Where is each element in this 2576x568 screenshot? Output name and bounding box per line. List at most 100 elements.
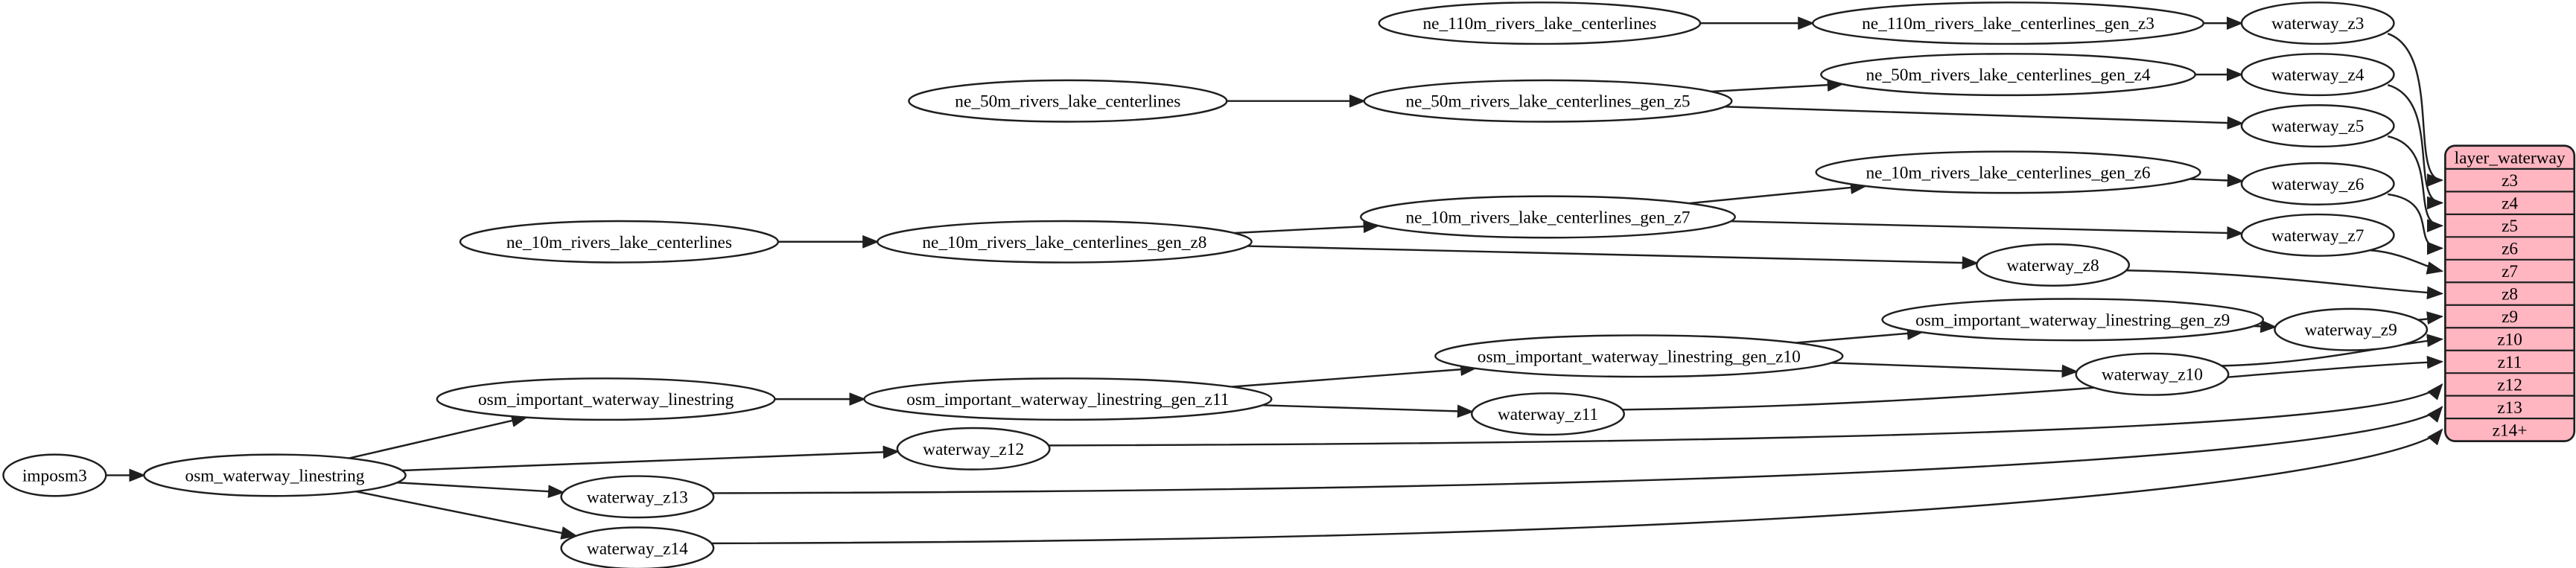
node-imp-shape [2, 453, 107, 497]
table-row-z5: z5 [2502, 217, 2518, 236]
edge-n50g5-to-n50g4 [1711, 78, 1844, 93]
node-wz11: waterway_z11 [1471, 392, 1625, 436]
table-title: layer_waterway [2455, 148, 2566, 167]
edge-n10g6-to-wz6 [2189, 173, 2245, 188]
table-layer: layer_waterwayz3z4z5z6z7z8z9z10z11z12z13… [2444, 144, 2576, 442]
node-n10g6-label: ne_10m_rivers_lake_centerlines_gen_z6 [1866, 163, 2150, 182]
node-n10g7-shape [1360, 195, 1736, 239]
node-n50g4-shape [1820, 53, 2196, 97]
node-n10g6: ne_10m_rivers_lake_centerlines_gen_z6 [1815, 150, 2201, 194]
edge-wz14-to-row-z14+ [711, 428, 2443, 545]
node-owl-shape [143, 453, 407, 497]
edge-oig10-to-oig9 [1796, 327, 1924, 344]
node-n110-label: ne_110m_rivers_lake_centerlines [1422, 14, 1656, 33]
table-row-z9: z9 [2502, 307, 2518, 327]
node-wz13-shape [560, 475, 715, 519]
node-n50g5: ne_50m_rivers_lake_centerlines_gen_z5 [1363, 79, 1733, 123]
node-n10: ne_10m_rivers_lake_centerlines [459, 220, 780, 264]
node-wz14-shape [560, 526, 715, 568]
node-imp-label: imposm3 [22, 466, 87, 485]
node-wz7: waterway_z7 [2240, 213, 2395, 257]
node-oig11: osm_important_waterway_linestring_gen_z1… [863, 377, 1273, 421]
edge-wz5-to-row-z5 [2387, 135, 2444, 233]
node-oig11-label: osm_important_waterway_linestring_gen_z1… [906, 390, 1229, 409]
edge-owl-to-wz14 [355, 491, 578, 540]
edge-n10g8-to-n10g7 [1234, 220, 1380, 234]
node-n110-shape [1378, 1, 1702, 45]
node-wz9-shape [2274, 307, 2429, 351]
node-n10-shape [459, 220, 780, 264]
node-wz14: waterway_z14 [560, 526, 715, 568]
edge-wz7-to-row-z7 [2370, 249, 2444, 275]
node-wz3-label: waterway_z3 [2271, 14, 2364, 33]
node-wz13: waterway_z13 [560, 475, 715, 519]
node-n50g5-label: ne_50m_rivers_lake_centerlines_gen_z5 [1405, 92, 1690, 112]
node-n10g8: ne_10m_rivers_lake_centerlines_gen_z8 [876, 220, 1253, 264]
edge-wz8-to-row-z8 [2126, 269, 2444, 300]
node-n50g4: ne_50m_rivers_lake_centerlines_gen_z4 [1820, 53, 2196, 97]
node-oi-label: osm_important_waterway_linestring [478, 390, 734, 409]
node-n10g7: ne_10m_rivers_lake_centerlines_gen_z7 [1360, 195, 1736, 239]
node-wz3: waterway_z3 [2240, 1, 2395, 45]
node-wz4: waterway_z4 [2240, 53, 2395, 97]
node-oig11-shape [863, 377, 1273, 421]
node-n110g3-shape [1811, 1, 2205, 45]
node-wz10-label: waterway_z10 [2102, 366, 2203, 385]
node-wz8-label: waterway_z8 [2006, 256, 2099, 275]
node-wz12: waterway_z12 [896, 427, 1051, 470]
node-wz14-label: waterway_z14 [587, 539, 688, 558]
edge-wz12-to-row-z12 [1049, 383, 2443, 447]
node-n10-label: ne_10m_rivers_lake_centerlines [506, 233, 732, 252]
edge-wz9-to-row-z9 [2417, 311, 2444, 325]
node-oig9-shape [1881, 298, 2265, 342]
node-owl: osm_waterway_linestring [143, 453, 407, 497]
table-layer_waterway-background [2444, 144, 2576, 442]
edge-wz10-to-row-z10 [2222, 334, 2444, 367]
node-wz12-label: waterway_z12 [923, 440, 1024, 459]
edge-n10g7-to-wz7 [1731, 220, 2244, 240]
node-wz8-shape [1976, 243, 2131, 287]
node-wz4-shape [2240, 53, 2395, 97]
table-row-z4: z4 [2502, 194, 2518, 214]
node-oig10: osm_important_waterway_linestring_gen_z1… [1434, 334, 1844, 378]
edge-owl-to-wz12 [401, 445, 900, 472]
node-n50g4-label: ne_50m_rivers_lake_centerlines_gen_z4 [1866, 66, 2150, 85]
node-wz7-shape [2240, 213, 2395, 257]
nodes-layer: imposm3 osm_waterway_linestring ne_110m_ri… [2, 1, 2429, 568]
edge-owl-to-wz13 [397, 481, 565, 499]
node-wz6-shape [2240, 162, 2395, 205]
node-oig10-shape [1434, 334, 1844, 378]
node-wz3-shape [2240, 1, 2395, 45]
node-n110g3: ne_110m_rivers_lake_centerlines_gen_z3 [1811, 1, 2205, 45]
node-wz5-label: waterway_z5 [2271, 117, 2364, 136]
node-n110g3-label: ne_110m_rivers_lake_centerlines_gen_z3 [1862, 14, 2154, 33]
node-wz12-shape [896, 427, 1051, 470]
table-row-z11: z11 [2498, 353, 2522, 372]
node-oig10-label: osm_important_waterway_linestring_gen_z1… [1478, 347, 1801, 366]
edge-oig11-to-wz11 [1262, 404, 1475, 418]
node-wz13-label: waterway_z13 [587, 488, 688, 507]
node-owl-label: osm_waterway_linestring [185, 466, 365, 485]
table-row-z6: z6 [2502, 240, 2518, 259]
node-oig9: osm_important_waterway_linestring_gen_z9 [1881, 298, 2265, 342]
table-row-z14+: z14+ [2493, 421, 2528, 440]
node-oi: osm_important_waterway_linestring [436, 377, 776, 421]
node-oig9-label: osm_important_waterway_linestring_gen_z9 [1915, 310, 2230, 330]
node-wz10: waterway_z10 [2075, 352, 2230, 396]
node-wz4-label: waterway_z4 [2271, 66, 2364, 85]
table-layer_waterway: layer_waterwayz3z4z5z6z7z8z9z10z11z12z13… [2444, 144, 2576, 442]
edge-oig9-to-wz9 [2254, 319, 2277, 334]
table-row-z3: z3 [2502, 171, 2518, 191]
node-oi-shape [436, 377, 776, 421]
edge-wz6-to-row-z6 [2388, 193, 2444, 255]
edge-wz13-to-row-z13 [712, 406, 2443, 494]
node-wz6-label: waterway_z6 [2271, 175, 2364, 194]
table-row-z8: z8 [2502, 285, 2518, 304]
edge-owl-to-oi [349, 414, 529, 459]
node-n10g7-label: ne_10m_rivers_lake_centerlines_gen_z7 [1405, 208, 1690, 227]
node-n50: ne_50m_rivers_lake_centerlines [908, 79, 1228, 123]
node-wz9: waterway_z9 [2274, 307, 2429, 351]
node-wz8: waterway_z8 [1976, 243, 2131, 287]
